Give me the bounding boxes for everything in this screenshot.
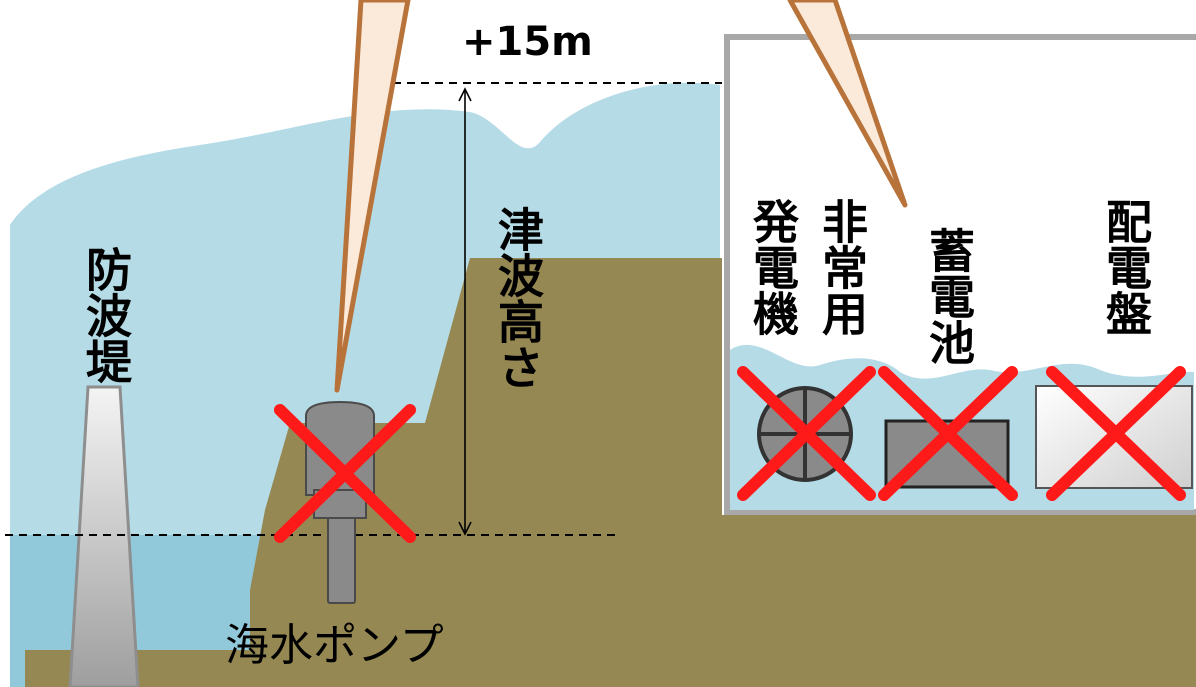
breakwater-wall [68, 385, 140, 687]
switchboard-label: 配電盤 [1099, 198, 1153, 336]
failure-cross-pump [274, 404, 416, 543]
height-label: +15m [462, 19, 593, 65]
failure-cross-switchboard [1046, 366, 1186, 501]
tsunami-height-label: 津波高さ [491, 206, 545, 390]
callout-pointer-right [787, 0, 908, 208]
breakwater-label: 防波堤 [79, 246, 133, 384]
emergency-generator-label-line1: 発電機 [746, 198, 800, 336]
failure-cross-battery [878, 366, 1018, 501]
ground [25, 258, 1196, 687]
tsunami-height-arrow [458, 87, 472, 536]
battery-label: 蓄電池 [922, 227, 976, 365]
emergency-generator-label-line2: 非常用 [815, 198, 869, 336]
failure-cross-generator [737, 366, 876, 501]
seawater-pump-label: 海水ポンプ [225, 620, 444, 671]
callout-pointer-left [334, 0, 411, 393]
